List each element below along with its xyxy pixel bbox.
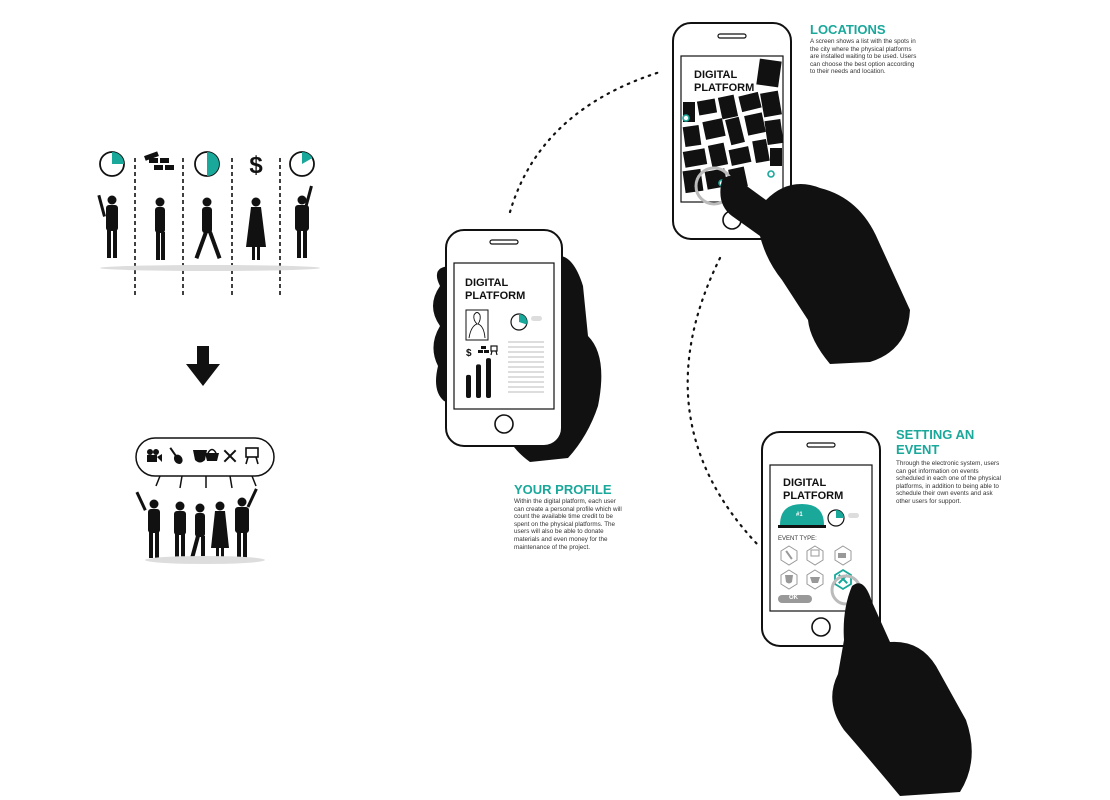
- arc-locations-to-event: [686, 256, 760, 547]
- event-type-label: EVENT TYPE:: [778, 536, 817, 542]
- locations-description: A screen shows a list with the spots in …: [810, 38, 917, 76]
- tools-icon: [223, 449, 237, 463]
- avatar: [465, 309, 489, 341]
- event-description: Through the electronic system, users can…: [896, 460, 1002, 505]
- ok-button-label[interactable]: OK: [789, 595, 798, 601]
- person-figure: [295, 185, 313, 258]
- badge-label: #1: [796, 512, 803, 518]
- time-credit-clock-icon: [510, 313, 528, 331]
- locations-screen-title: DIGITAL PLATFORM: [694, 69, 755, 94]
- ground-shadow: [145, 556, 265, 564]
- person-figure: [97, 194, 118, 258]
- profile-bar: [486, 358, 491, 398]
- dollar-icon: $: [466, 348, 472, 359]
- basket-icon: [205, 448, 219, 461]
- profile-heading: YOUR PROFILE: [514, 482, 612, 497]
- guitar-icon: [785, 550, 793, 560]
- basket-icon: [810, 577, 820, 583]
- arc-profile-to-locations: [508, 70, 662, 214]
- locations-phone-with-hand: [672, 22, 910, 364]
- profile-bar-chart: [466, 358, 491, 398]
- easel-icon: [490, 345, 498, 356]
- easel-icon: [245, 447, 259, 465]
- theater-mask-icon: [785, 575, 793, 584]
- arrow-down-icon: [186, 346, 220, 386]
- hand-silhouette: [832, 583, 972, 796]
- phone-body: [445, 229, 563, 447]
- easel-icon: [810, 549, 820, 557]
- profile-screen-title: DIGITAL PLATFORM: [465, 277, 526, 302]
- platform-badge: [778, 504, 826, 528]
- location-marker[interactable]: [682, 114, 690, 122]
- person-figure: [194, 197, 222, 259]
- theater-mask-icon: [193, 450, 207, 463]
- people-timeline: $: [97, 151, 320, 295]
- guitar-icon: [169, 447, 183, 464]
- toggle[interactable]: [531, 316, 542, 321]
- dollar-icon: $: [249, 152, 263, 179]
- event-screen-title: DIGITAL PLATFORM: [783, 477, 844, 502]
- locations-heading: LOCATIONS: [810, 22, 886, 37]
- bricks-icon: [478, 346, 489, 353]
- home-button[interactable]: [811, 617, 831, 637]
- event-phone-with-hand: [761, 431, 972, 796]
- city-map: [682, 58, 784, 194]
- community-group: [135, 437, 275, 564]
- film-camera-icon: [147, 449, 162, 462]
- profile-description: Within the digital platform, each user c…: [514, 498, 622, 551]
- location-marker[interactable]: [767, 170, 775, 178]
- person-figure: [246, 197, 266, 260]
- ok-button[interactable]: [778, 595, 812, 603]
- toggle[interactable]: [848, 513, 859, 518]
- clock-icon: [99, 151, 125, 177]
- clock-icon: [827, 509, 845, 527]
- profile-bar: [466, 374, 471, 398]
- person-figure: [155, 197, 165, 260]
- hand-silhouette: [720, 175, 910, 364]
- clock-icon: [194, 151, 220, 177]
- bricks-icon: [144, 151, 174, 170]
- home-button[interactable]: [494, 414, 514, 434]
- ground-shadow: [100, 265, 320, 271]
- clock-icon: [289, 151, 315, 177]
- profile-phone-with-hand: $: [433, 229, 602, 462]
- film-camera-icon: [838, 553, 846, 558]
- event-heading: SETTING AN EVENT: [896, 427, 975, 457]
- profile-text-lines: [508, 341, 544, 393]
- profile-bar: [476, 364, 481, 398]
